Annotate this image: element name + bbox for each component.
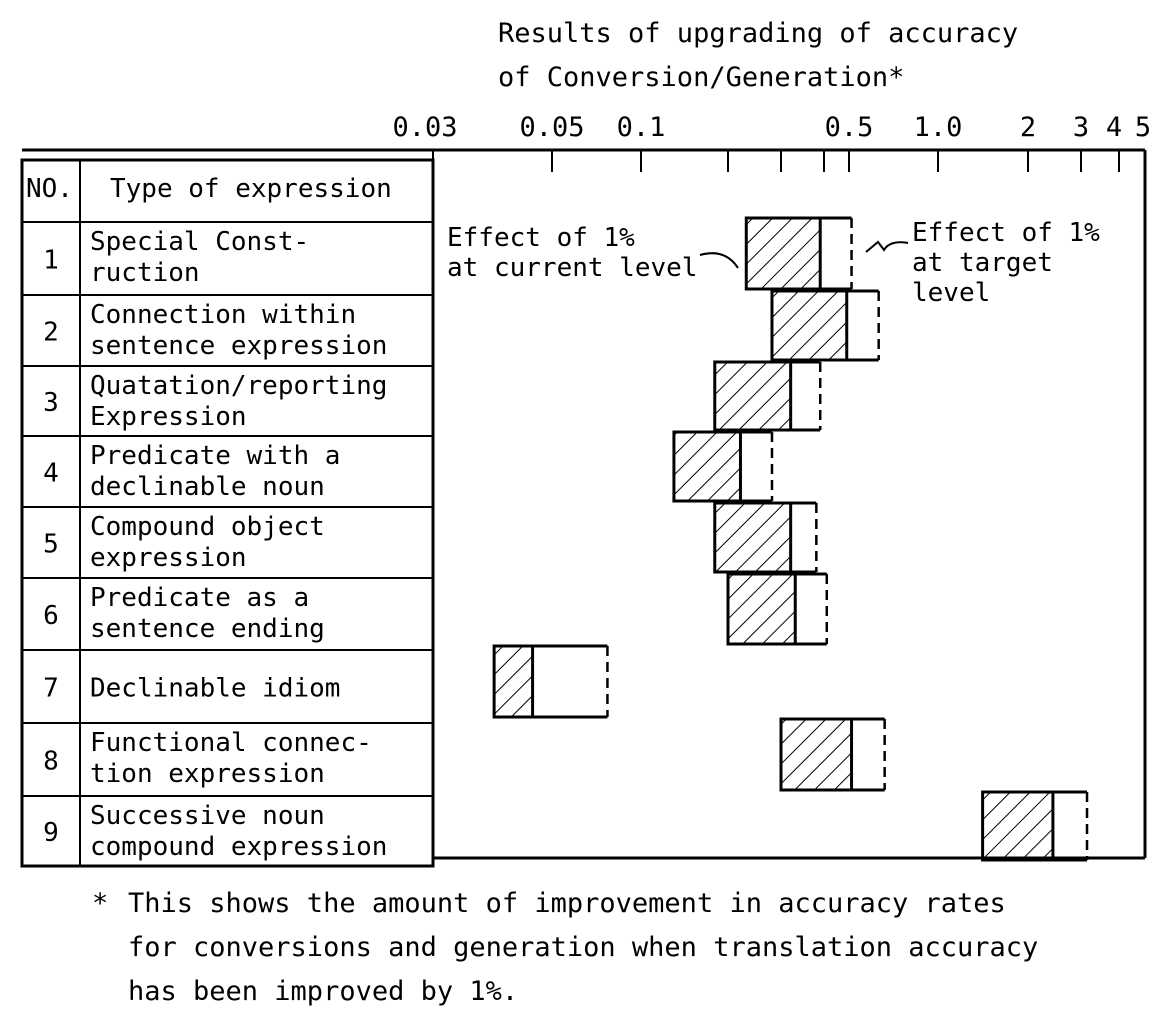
tick-label: 2 [1020,112,1036,143]
row-label: Compound object [90,512,325,542]
row-label: Predicate with a [90,441,340,471]
annotation-current: Effect of 1% at current level [447,223,739,283]
bar-current-level [492,644,535,719]
row-label: sentence ending [90,614,325,644]
bar-current-level [672,430,742,503]
footnote-line-1: This shows the amount of improvement in … [128,888,1006,919]
tick-label: 0.5 [825,112,874,143]
bar-current-level [726,572,797,646]
row-label: Predicate as a [90,583,309,613]
bar-current-level [779,717,854,792]
tick-label: 4 [1106,112,1122,143]
row-number: 9 [43,818,59,848]
chart-title-line-2: of Conversion/Generation* [498,62,904,93]
arrow-current [699,252,739,269]
bar-current-level [981,790,1055,862]
annotation-target: Effect of 1% at target level [865,218,1100,308]
tick-label: 0.03 [392,112,457,143]
expression-table: NO. Type of expression 1 Special Const-ru… [20,158,435,868]
row-label: expression [90,543,247,573]
annotation-current-line-2: at current level [447,253,697,283]
row-number: 7 [43,674,59,704]
row-number: 6 [43,601,59,631]
footnote-line-2: for conversions and generation when tran… [128,932,1038,963]
row-number: 5 [43,530,59,560]
row-label: Declinable idiom [90,674,340,704]
bar-current-level [744,216,822,291]
row-label: Special Const- [90,227,309,257]
row-label: Successive noun [90,801,325,831]
row-number: 1 [43,246,59,276]
tick-label: 0.05 [519,112,584,143]
footnote: * This shows the amount of improvement i… [92,888,1038,1007]
tick-label: 5 [1135,112,1151,143]
row-label: ruction [90,258,200,288]
row-label: Functional connec- [90,728,372,758]
header-no: NO. [26,174,73,204]
row-number: 2 [43,318,59,348]
row-label: Quatation/reporting [90,371,387,401]
row-label: declinable noun [90,472,325,502]
bar-current-level [713,360,793,432]
row-label: Connection within [90,300,356,330]
row-label: compound expression [90,832,387,862]
bar-current-level [770,289,849,362]
row-number: 8 [43,747,59,777]
row-label: Expression [90,402,247,432]
chart-title-line-1: Results of upgrading of accuracy [498,18,1018,49]
bars [492,216,1089,862]
footnote-line-3: has been improved by 1%. [128,976,518,1007]
tick-label: 3 [1073,112,1089,143]
table-frame [20,158,435,868]
row-number: 4 [43,459,59,489]
tick-label: 1.0 [914,112,963,143]
footnote-marker: * [92,888,108,919]
annotation-target-line-1: Effect of 1% [912,218,1100,248]
header-type: Type of expression [110,174,392,204]
row-label: sentence expression [90,331,387,361]
row-label: tion expression [90,759,325,789]
annotation-target-line-2: at target [912,248,1053,278]
annotation-current-line-1: Effect of 1% [447,223,635,253]
bar-current-level [713,501,793,574]
annotation-target-line-3: level [912,278,990,308]
arrow-target [865,240,909,253]
tick-label: 0.1 [617,112,666,143]
row-number: 3 [43,388,59,418]
